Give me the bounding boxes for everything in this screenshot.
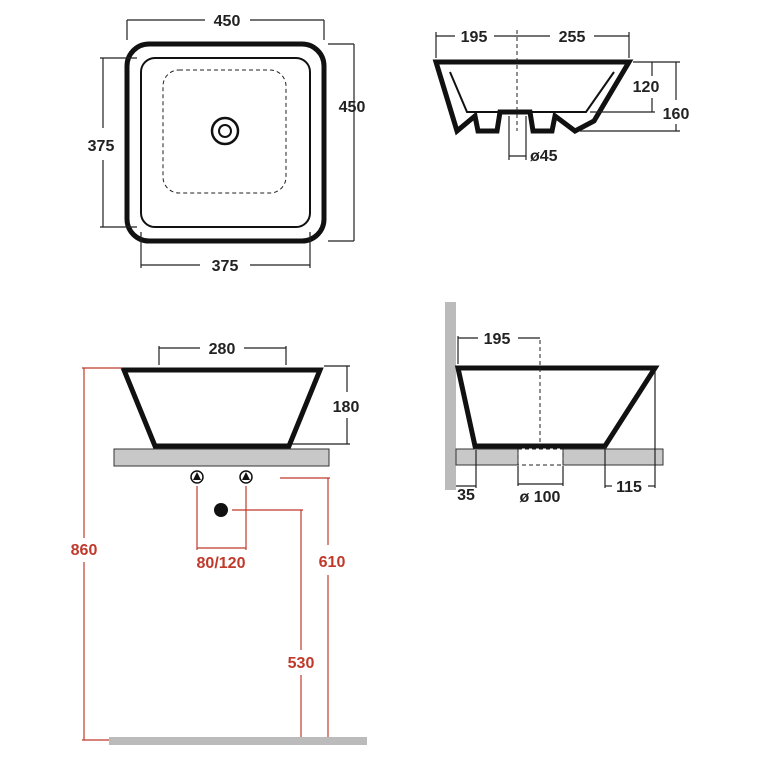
countertop-hole xyxy=(517,448,564,466)
basin-bowl-edge xyxy=(162,69,287,194)
countertop xyxy=(113,448,330,467)
drain-icon xyxy=(210,116,240,146)
countertop-right xyxy=(562,448,664,466)
dim-wall-gap: 35 xyxy=(457,487,475,504)
dim-drain-height: 530 xyxy=(288,655,315,672)
basin-inner-rim xyxy=(140,57,311,228)
dim-side-left-offset: 195 xyxy=(461,29,488,46)
basin-outer-rim xyxy=(124,41,327,244)
dim-right-overhang: 115 xyxy=(616,479,642,496)
dim-side-right-offset: 255 xyxy=(559,29,586,46)
drain-inner-icon xyxy=(218,124,232,138)
dim-top-width-bottom: 375 xyxy=(212,258,239,275)
floor xyxy=(109,737,367,745)
dim-side-inner-depth: 120 xyxy=(633,79,660,96)
dim-drain-diameter: ø45 xyxy=(530,148,558,165)
side-view: ø45 195 255 120 160 xyxy=(432,29,690,165)
basin-front-profile xyxy=(120,367,324,449)
dim-hole-diameter: ø 100 xyxy=(520,489,561,506)
waste-outlet-icon xyxy=(214,503,228,517)
dim-tap-spacing: 80/120 xyxy=(197,555,246,572)
dim-tap-height: 610 xyxy=(319,554,346,571)
top-view: 450 450 375 375 xyxy=(88,13,366,275)
dim-front-top-width: 280 xyxy=(209,341,236,358)
wall xyxy=(445,302,456,490)
dim-top-height-right: 450 xyxy=(339,99,366,116)
dim-top-height-left: 375 xyxy=(88,138,115,155)
basin-side-profile xyxy=(432,59,634,136)
tap-left-icon xyxy=(190,470,204,484)
tap-right-icon xyxy=(239,470,253,484)
dim-side-total-height: 160 xyxy=(663,106,690,123)
countertop-left xyxy=(455,448,519,466)
dim-section-offset: 195 xyxy=(484,331,511,348)
dim-total-height: 860 xyxy=(71,542,98,559)
section-view: 195 35 ø 100 115 xyxy=(445,302,664,506)
front-view: 280 180 80/120 610 530 xyxy=(71,341,367,745)
dim-top-width: 450 xyxy=(214,13,241,30)
dim-front-bowl-height: 180 xyxy=(333,399,360,416)
basin-section-profile xyxy=(454,365,660,449)
